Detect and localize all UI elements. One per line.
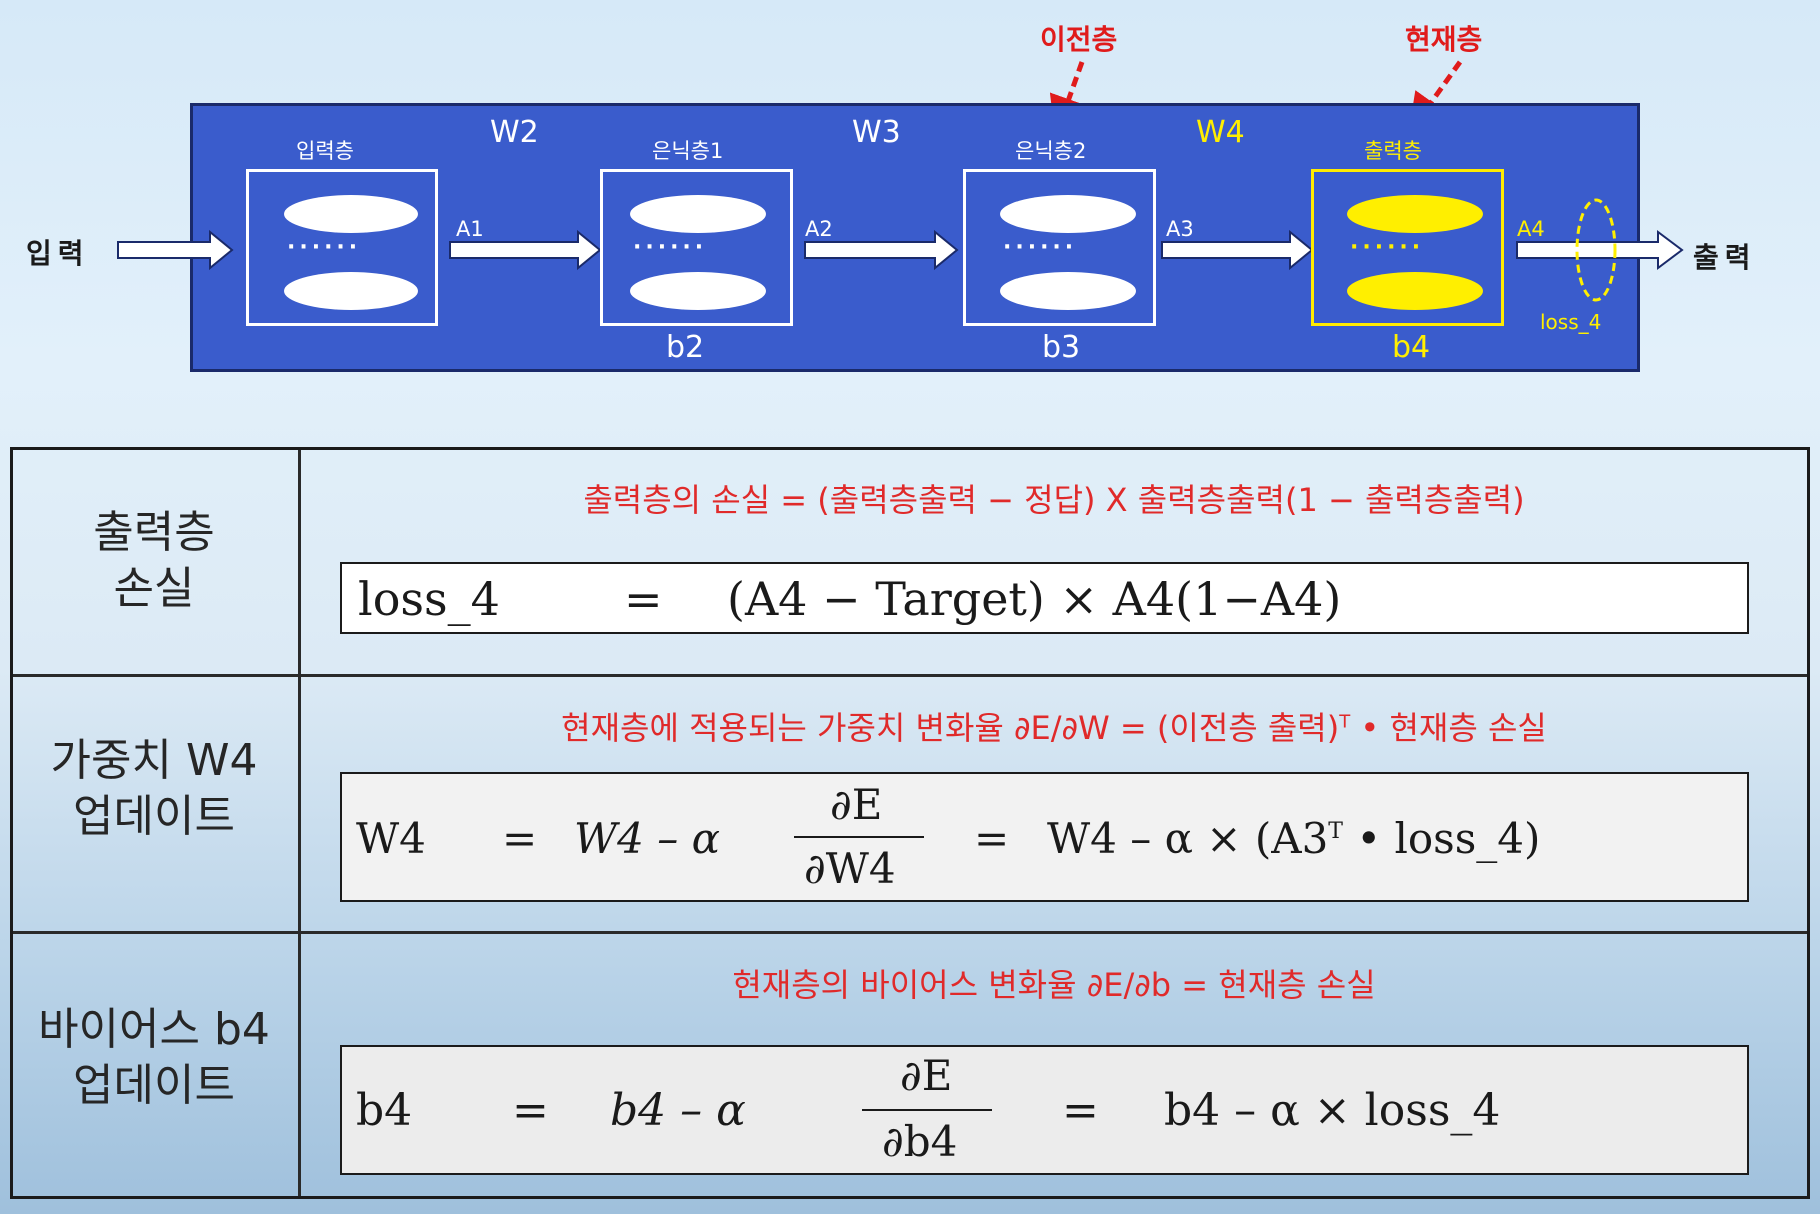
- fraction-numerator: ∂E: [830, 780, 883, 829]
- layer-name-input: 입력층: [296, 139, 354, 163]
- a1-arrow: [449, 229, 602, 271]
- prev-layer-annotation: 이전층: [1040, 23, 1118, 56]
- description-text: 현재층에 적용되는 가중치 변화율 ∂E/∂W = (이전층 출력): [561, 709, 1340, 747]
- row-header-weight-update: 가중치 W4 업데이트: [12, 733, 296, 845]
- layer-name-hidden1: 은닉층1: [652, 139, 724, 163]
- neuron: [630, 272, 766, 310]
- row-description-output-loss: 출력층의 손실 = (출력층출력 − 정답) X 출력층출력(1 − 출력층출력…: [583, 481, 1525, 519]
- formula-rhs: b4 – α × loss_4: [1164, 1085, 1501, 1136]
- formula-term: W4 – α: [574, 814, 720, 863]
- row-header-bias-update: 바이어스 b4 업데이트: [12, 1002, 296, 1114]
- layer-name-hidden2: 은닉층2: [1015, 139, 1087, 163]
- weight-label-w4: W4: [1196, 115, 1245, 150]
- output-arrow: [1516, 230, 1684, 270]
- neuron: [1000, 195, 1136, 233]
- loss-label: loss_4: [1540, 310, 1602, 334]
- table-divider: [298, 450, 301, 1196]
- neuron: [1347, 195, 1483, 233]
- neuron-dots: ······: [1003, 235, 1078, 260]
- formula-rhs-pre: W4 – α × (A3: [1047, 814, 1329, 863]
- formula-eq: =: [512, 1085, 549, 1136]
- transpose-sup: T: [1328, 819, 1343, 844]
- formula-rhs-post: • loss_4): [1342, 814, 1541, 863]
- hidden1-layer-box: ······: [600, 169, 793, 326]
- formula-box-weight-update: W4 = W4 – α ∂E ∂W4 = W4 – α × (A3T • los…: [340, 772, 1749, 902]
- table-divider: [13, 674, 1807, 677]
- row-header-line: 업데이트: [73, 1060, 235, 1111]
- formula-lhs: W4: [356, 814, 426, 863]
- weight-label-w3: W3: [852, 115, 901, 150]
- fraction-bar: [794, 836, 924, 838]
- transpose-sup: T: [1339, 711, 1351, 733]
- neuron-dots: ······: [287, 235, 362, 260]
- input-label: 입력: [26, 237, 90, 270]
- formula-lhs: b4: [356, 1085, 413, 1136]
- a2-arrow: [804, 229, 959, 271]
- row-header-output-loss: 출력층 손실: [12, 505, 296, 617]
- table-divider: [13, 931, 1807, 934]
- description-text: • 현재층 손실: [1360, 709, 1547, 747]
- row-header-line: 손실: [113, 563, 195, 614]
- weight-label-w2: W2: [490, 115, 539, 150]
- formula-rhs: (A4 − Target) × A4(1−A4): [727, 572, 1342, 626]
- formula-term: b4 – α: [610, 1085, 746, 1136]
- loss-ellipse: [1575, 198, 1617, 302]
- formula-eq: =: [974, 814, 1010, 863]
- a3-arrow: [1161, 229, 1314, 271]
- neuron: [1000, 272, 1136, 310]
- neuron-dots: ······: [633, 235, 708, 260]
- bias-label-b3: b3: [1042, 330, 1081, 365]
- row-header-line: 가중치 W4: [50, 735, 258, 786]
- row-header-line: 출력층: [93, 507, 215, 558]
- neuron: [284, 272, 418, 310]
- layer-name-output: 출력층: [1364, 139, 1422, 163]
- current-layer-annotation: 현재층: [1405, 23, 1483, 56]
- input-layer-box: ······: [246, 169, 438, 326]
- fraction-denominator: ∂b4: [882, 1117, 958, 1166]
- neuron-dots: ······: [1350, 235, 1425, 260]
- fraction-denominator: ∂W4: [804, 844, 896, 893]
- formula-lhs: loss_4: [358, 572, 500, 626]
- row-header-line: 바이어스 b4: [38, 1004, 270, 1055]
- activation-label-a3: A3: [1166, 217, 1194, 241]
- formula-box-bias-update: b4 = b4 – α ∂E ∂b4 = b4 – α × loss_4: [340, 1045, 1749, 1175]
- formula-box-output-loss: loss_4 = (A4 − Target) × A4(1−A4): [340, 562, 1749, 634]
- input-arrow: [117, 229, 234, 271]
- row-description-weight-update: 현재층에 적용되는 가중치 변화율 ∂E/∂W = (이전층 출력)T • 현재…: [298, 703, 1810, 749]
- activation-label-a1: A1: [456, 217, 484, 241]
- flow-arrows: [117, 198, 1684, 302]
- formula-eq: =: [624, 572, 663, 626]
- output-layer-box: ······: [1311, 169, 1504, 326]
- formula-eq: =: [502, 814, 538, 863]
- network-diagram-panel: [190, 103, 1640, 372]
- neuron: [1347, 272, 1483, 310]
- neuron: [284, 195, 418, 233]
- formula-rhs: W4 – α × (A3T • loss_4): [1047, 814, 1540, 863]
- neuron: [630, 195, 766, 233]
- fraction-bar: [862, 1109, 992, 1111]
- row-header-line: 업데이트: [73, 791, 235, 842]
- bias-label-b2: b2: [666, 330, 705, 365]
- hidden2-layer-box: ······: [963, 169, 1156, 326]
- fraction-numerator: ∂E: [900, 1051, 953, 1100]
- row-description-bias-update: 현재층의 바이어스 변화율 ∂E/∂b = 현재층 손실: [732, 966, 1376, 1004]
- formula-table: [10, 447, 1810, 1199]
- formula-eq: =: [1062, 1085, 1099, 1136]
- activation-label-a4: A4: [1517, 217, 1545, 241]
- activation-label-a2: A2: [805, 217, 833, 241]
- output-label: 출력: [1693, 241, 1757, 274]
- bias-label-b4: b4: [1392, 330, 1431, 365]
